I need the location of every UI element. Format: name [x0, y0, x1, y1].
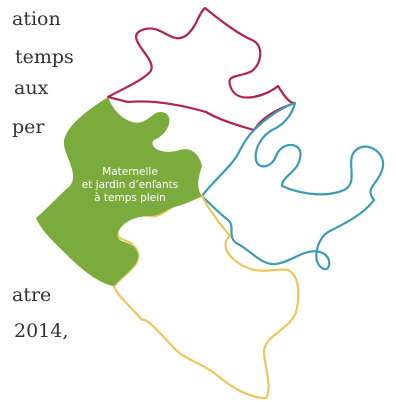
red-puzzle-piece [106, 6, 297, 132]
label-line-2: et jardin d’enfants [81, 179, 179, 191]
text-fragment-5: atre [12, 284, 52, 306]
label-line-3: à temps plein [94, 192, 166, 204]
text-fragment-3: aux [14, 77, 49, 99]
green-piece-label: Maternelle et jardin d’enfants à temps p… [70, 166, 190, 205]
text-fragment-1: ation [12, 8, 61, 30]
green-puzzle-piece [36, 97, 202, 286]
teal-puzzle-piece [200, 101, 385, 271]
text-fragment-6: 2014, [14, 320, 69, 342]
text-fragment-2: temps [15, 46, 74, 68]
label-line-1: Maternelle [102, 166, 158, 178]
yellow-puzzle-piece [112, 194, 300, 400]
text-fragment-4: per [12, 116, 45, 138]
